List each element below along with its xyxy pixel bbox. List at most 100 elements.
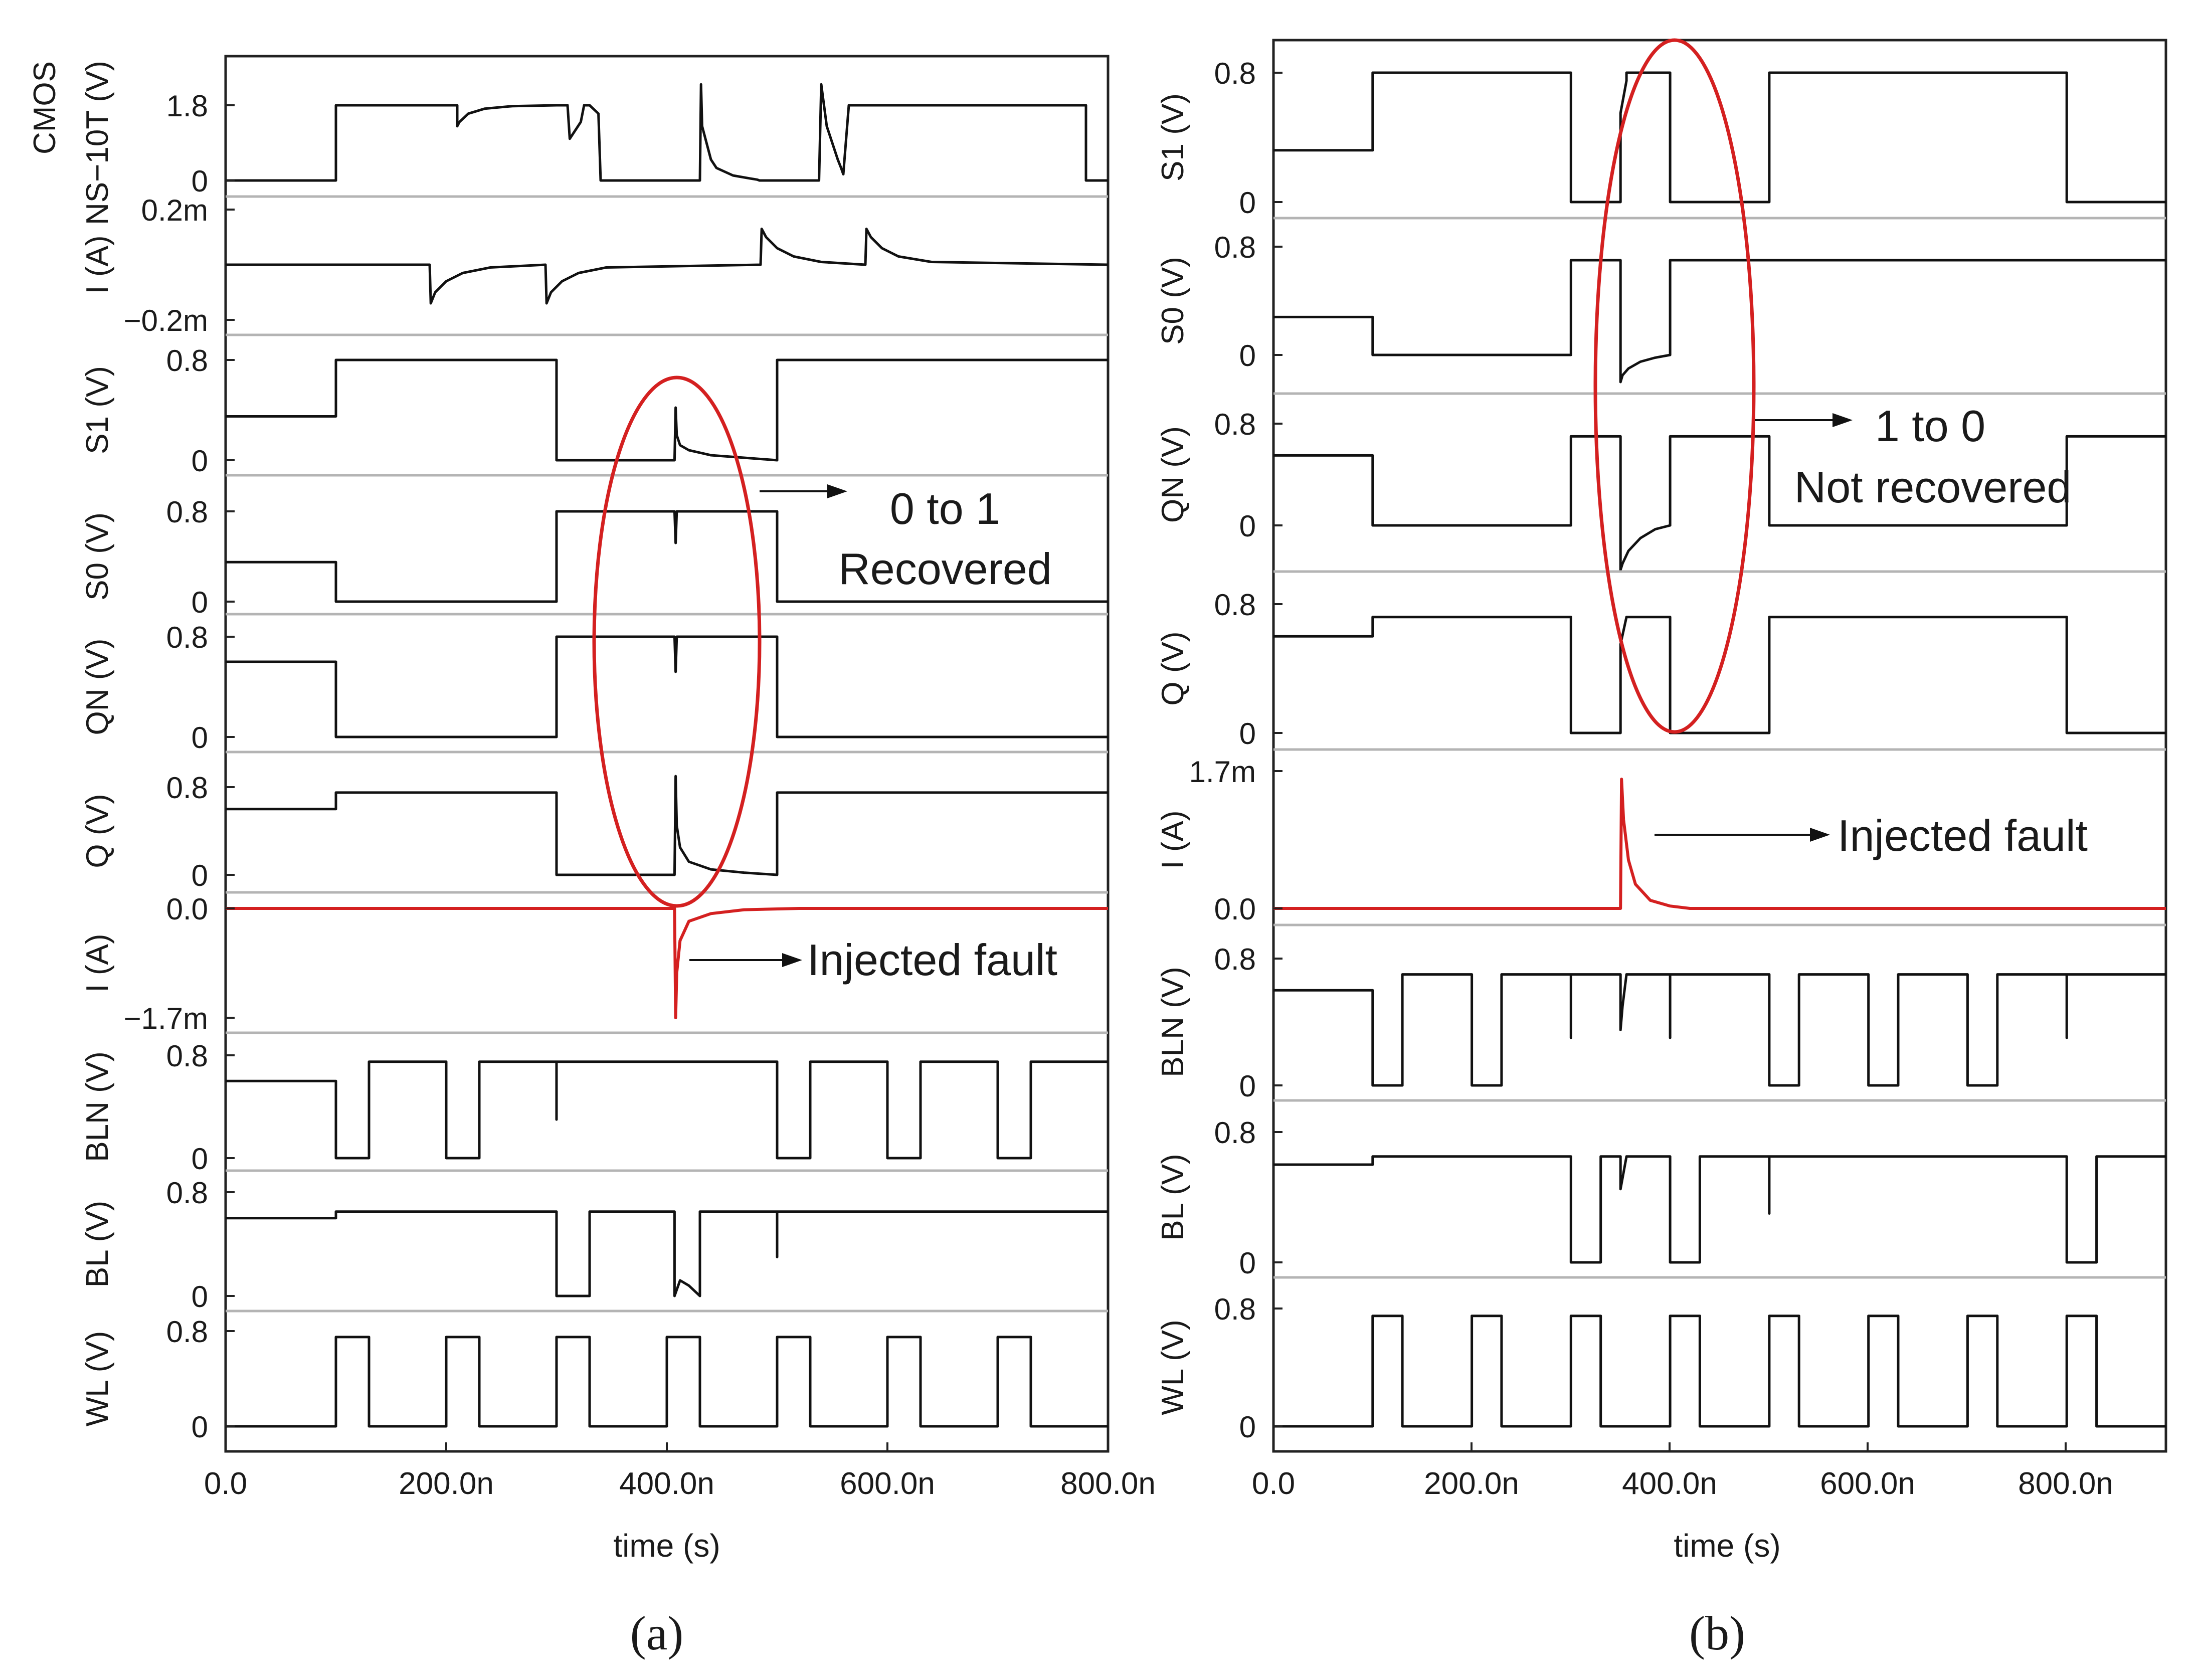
- signal-trace: [1273, 1155, 2166, 1264]
- signal-trace: [226, 228, 1109, 305]
- y-tick-label: 0: [192, 721, 208, 755]
- y-tick-label: 0: [1239, 1069, 1256, 1103]
- y-tick-label: 0.8: [1214, 943, 1256, 976]
- panel-b-frame: [1272, 39, 2167, 1453]
- y-axis-label: QN (V): [80, 639, 115, 735]
- y-tick-label: 0.8: [1214, 408, 1256, 441]
- panel-label-b: (b): [1689, 1606, 1745, 1660]
- y-tick-label: 0: [1239, 717, 1256, 751]
- annotation-recovered: Recovered: [838, 544, 1052, 594]
- panel-b-traces: [1273, 71, 2166, 1428]
- fault-current-trace: [1273, 778, 2166, 910]
- y-axis-label: S1 (V): [80, 366, 115, 454]
- signal-trace: [1273, 259, 2166, 384]
- y-tick-label: 0.8: [166, 344, 208, 378]
- x-tick-label: 0.0: [204, 1466, 247, 1501]
- x-tick-label: 0.0: [1252, 1466, 1295, 1501]
- y-tick-label: 0.8: [1214, 231, 1256, 264]
- y-tick-label: 0.8: [166, 1315, 208, 1349]
- panel-a-traces: [226, 83, 1109, 1428]
- y-axis-label: BLN (V): [80, 1051, 115, 1162]
- y-axis-label: S0 (V): [80, 512, 115, 601]
- y-axis-label: WL (V): [80, 1331, 115, 1427]
- y-tick-label: 0.8: [166, 495, 208, 529]
- y-tick-label: 0: [192, 1410, 208, 1444]
- y-tick-label: 0.0: [1214, 892, 1256, 926]
- y-tick-label: 0.8: [166, 771, 208, 805]
- y-axis-label: I (A): [80, 934, 115, 992]
- x-tick-label: 400.0n: [1622, 1466, 1717, 1501]
- y-axis-label: BLN (V): [1156, 967, 1190, 1077]
- y-tick-label: 0: [1239, 1246, 1256, 1280]
- y-tick-label: 0.8: [166, 621, 208, 654]
- y-axis-label: QN (V): [1156, 426, 1190, 523]
- x-tick-label: 800.0n: [2018, 1466, 2113, 1501]
- recovered-arrow: [760, 484, 847, 498]
- signal-trace: [226, 775, 1108, 876]
- y-axis-label: BL (V): [80, 1201, 115, 1287]
- signal-trace: [226, 1210, 1108, 1297]
- panel-b-fault-arrow: [1655, 828, 1830, 842]
- panel-a-fault-arrow: [689, 953, 802, 967]
- x-tick-label: 200.0n: [399, 1466, 494, 1501]
- annotation-injected-fault-a: Injected fault: [807, 935, 1057, 985]
- y-tick-label: −1.7m: [124, 1002, 208, 1035]
- y-tick-label: 0: [192, 164, 208, 198]
- x-tick-label: 200.0n: [1424, 1466, 1519, 1501]
- fault-current-trace: [226, 907, 1108, 1019]
- y-axis-label: WL (V): [1156, 1320, 1190, 1415]
- y-axis-label: Q (V): [80, 794, 115, 868]
- not-recovered-arrow: [1755, 413, 1853, 427]
- x-tick-label: 800.0n: [1060, 1466, 1156, 1501]
- x-axis-label-b: time (s): [1674, 1528, 1780, 1564]
- x-tick-label: 600.0n: [840, 1466, 935, 1501]
- annotation-1-to-0: 1 to 0: [1875, 401, 1985, 451]
- signal-trace: [1273, 435, 2166, 572]
- signal-trace: [226, 1336, 1108, 1428]
- y-axis-label: I (A): [80, 235, 115, 294]
- signal-trace: [226, 83, 1108, 182]
- signal-trace: [1273, 973, 2166, 1087]
- cmos-label: CMOS: [28, 61, 62, 154]
- y-tick-label: 0: [192, 1280, 208, 1314]
- y-axis-label: BL (V): [1156, 1154, 1190, 1240]
- y-tick-label: 0: [1239, 509, 1256, 543]
- y-tick-label: 0: [192, 586, 208, 619]
- x-tick-label: 400.0n: [619, 1466, 714, 1501]
- signal-trace: [1273, 71, 2166, 204]
- y-tick-label: 1.7m: [1189, 755, 1256, 789]
- panel-b-highlight-ellipse: [1593, 38, 1756, 734]
- y-axis-label: NS−10T (V): [80, 61, 115, 225]
- panel-a-highlight-ellipse: [592, 376, 762, 908]
- y-tick-label: 0: [192, 444, 208, 478]
- y-tick-label: 0: [192, 859, 208, 892]
- signal-trace: [1273, 1315, 2166, 1428]
- annotation-injected-fault-b: Injected fault: [1838, 811, 2088, 860]
- y-tick-label: 0.2m: [141, 194, 208, 227]
- signal-trace: [226, 510, 1108, 603]
- signal-trace: [226, 1060, 1108, 1160]
- y-tick-label: 0: [192, 1142, 208, 1176]
- signal-trace: [226, 635, 1108, 738]
- y-tick-label: 0.8: [166, 1176, 208, 1210]
- y-tick-label: 1.8: [166, 89, 208, 123]
- y-axis-label: S1 (V): [1156, 93, 1190, 181]
- signal-trace: [226, 358, 1108, 462]
- y-axis-label: S0 (V): [1156, 257, 1190, 345]
- y-tick-label: 0: [1239, 1410, 1256, 1444]
- y-axis-label: I (A): [1156, 810, 1190, 869]
- panel-b-axis: 0.8 0 S1 (V) 0.8 0 S0 (V) 0.8 0 QN (V) 0.8 0 Q (V) 1…: [1156, 57, 2166, 1501]
- signal-trace: [1273, 616, 2166, 734]
- annotation-0-to-1: 0 to 1: [890, 484, 1000, 533]
- y-tick-label: 0: [1239, 339, 1256, 372]
- y-tick-label: 0: [1239, 186, 1256, 220]
- y-tick-label: −0.2m: [124, 304, 208, 337]
- x-tick-label: 600.0n: [1820, 1466, 1915, 1501]
- y-tick-label: 0.8: [1214, 1116, 1256, 1150]
- y-tick-label: 0.8: [1214, 1292, 1256, 1326]
- x-axis-label-a: time (s): [613, 1528, 720, 1564]
- y-axis-label: Q (V): [1156, 631, 1190, 705]
